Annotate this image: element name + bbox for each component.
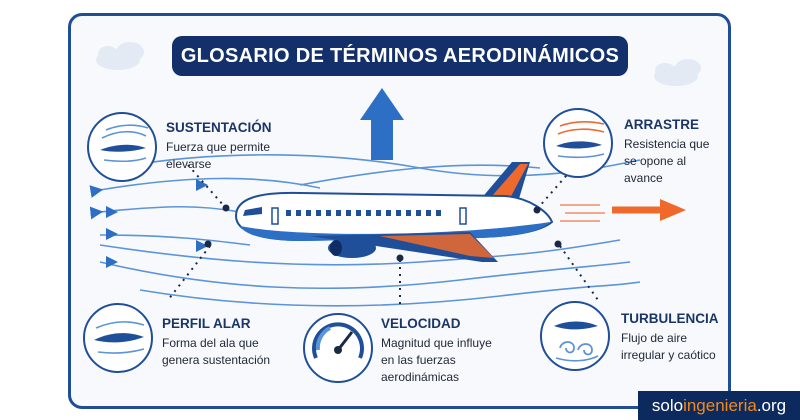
title-banner: GLOSARIO DE TÉRMINOS AERODINÁMICOS: [172, 36, 628, 76]
brand-part: ingenieria: [683, 395, 757, 415]
term-airfoil: PERFIL ALAR Forma del ala que genera sus…: [162, 316, 282, 369]
airflow-arrowheads: [106, 179, 208, 268]
airfoil-icon: [83, 303, 153, 373]
turbulence-icon: [540, 301, 610, 371]
brand-part: solo: [651, 395, 684, 415]
wing-airflow-icon: [87, 112, 157, 182]
brand-part: .org: [756, 395, 787, 415]
page-title: GLOSARIO DE TÉRMINOS AERODINÁMICOS: [180, 44, 620, 67]
term-name: TURBULENCIA: [621, 311, 719, 326]
term-description: Flujo de aire irregular y caótico: [621, 331, 716, 362]
drag-airflow-icon: [543, 108, 613, 178]
term-turbulence: TURBULENCIA Flujo de aire irregular y ca…: [621, 311, 721, 364]
term-lift: SUSTENTACIÓN Fuerza que permite elevarse: [166, 120, 276, 173]
term-drag: ARRASTRE Resistencia que se opone al ava…: [624, 117, 724, 187]
term-description: Magnitud que influye en las fuerzas aero…: [381, 336, 492, 384]
term-description: Fuerza que permite elevarse: [166, 140, 271, 171]
cloud-icon: [96, 42, 144, 70]
term-name: VELOCIDAD: [381, 316, 461, 331]
term-description: Resistencia que se opone al avance: [624, 137, 710, 185]
drag-arrow-icon: [560, 199, 686, 222]
term-name: ARRASTRE: [624, 117, 700, 132]
term-velocity: VELOCIDAD Magnitud que influye en las fu…: [381, 316, 501, 386]
term-name: PERFIL ALAR: [162, 316, 251, 331]
cloud-icon: [654, 59, 701, 86]
lift-arrow-icon: [360, 88, 404, 160]
speedometer-icon: [303, 313, 373, 383]
term-description: Forma del ala que genera sustentación: [162, 336, 271, 367]
connector-lines: [167, 159, 599, 308]
connector-dots: [204, 204, 562, 262]
airplane: [234, 162, 554, 262]
term-name: SUSTENTACIÓN: [166, 120, 272, 135]
